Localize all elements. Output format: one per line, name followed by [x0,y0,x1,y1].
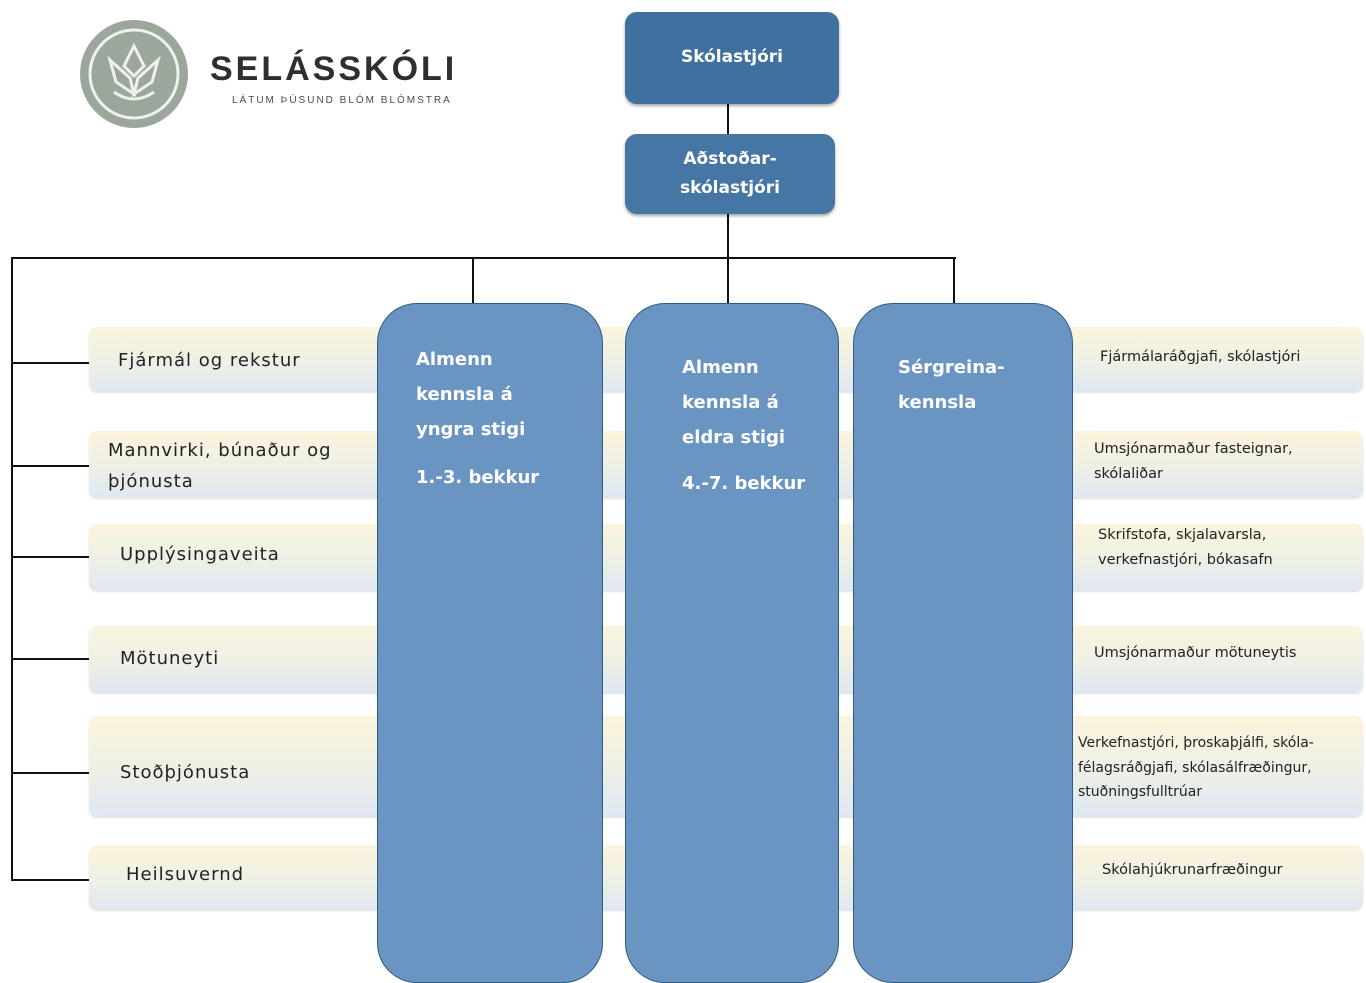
row-responsible-facilities: Umsjónarmaður fasteignar, skólaliðar [1094,441,1293,483]
column-special-subjects-title: Sérgreina- kennsla [898,357,1005,414]
column-older-grades-title: Almenn kennsla á eldra stigi [682,357,786,449]
row-label-facilities: Mannvirki, búnaður og þjónusta [108,440,332,492]
column-older-grades: Almenn kennsla á eldra stigi 4.-7. bekku… [625,303,839,983]
school-tagline: LÁTUM ÞÚSUND BLÓM BLÓMSTRA [232,95,452,106]
connector-column-1 [472,257,474,304]
connector-row-1 [11,362,90,364]
principal-label: Skólastjóri [680,47,784,68]
column-younger-grades: Almenn kennsla á yngra stigi 1.-3. bekku… [377,303,603,983]
row-responsible-support: Verkefnastjóri, þroskaþjálfi, skóla- fél… [1078,735,1314,800]
connector-deputy-down [727,214,729,304]
row-label-cafeteria: Mötuneyti [120,648,220,669]
row-responsible-cafeteria: Umsjónarmaður mötuneytis [1094,645,1297,661]
lotus-icon [88,28,180,120]
principal-box: Skólastjóri [625,12,839,104]
connector-row-6 [11,879,90,881]
connector-row-3 [11,556,90,558]
connector-row-5 [11,772,90,774]
row-responsible-health: Skólahjúkrunarfræðingur [1102,862,1283,878]
deputy-box: Aðstoðar- skólastjóri [625,134,835,214]
row-responsible-finance: Fjármálaráðgjafi, skólastjóri [1100,349,1301,365]
connector-left-vertical [11,257,13,881]
row-label-finance: Fjármál og rekstur [118,350,301,371]
row-label-support: Stoðþjónusta [120,762,251,783]
column-older-grades-subtitle: 4.-7. bekkur [682,473,806,494]
school-name: SELÁSSKÓLI [210,50,458,88]
connector-principal-deputy [727,104,729,134]
row-label-health: Heilsuvernd [126,864,245,885]
row-label-information: Upplýsingaveita [120,544,280,565]
column-younger-grades-title: Almenn kennsla á yngra stigi [416,349,526,441]
deputy-label: Aðstoðar- skólastjóri [680,149,780,198]
connector-horizontal-main [11,257,956,259]
connector-row-2 [11,465,90,467]
row-responsible-information: Skrifstofa, skjalavarsla, verkefnastjóri… [1098,527,1273,569]
connector-column-3 [953,257,955,304]
column-special-subjects: Sérgreina- kennsla [853,303,1073,983]
column-younger-grades-subtitle: 1.-3. bekkur [416,467,540,488]
connector-row-4 [11,658,90,660]
school-logo-emblem [80,20,188,128]
